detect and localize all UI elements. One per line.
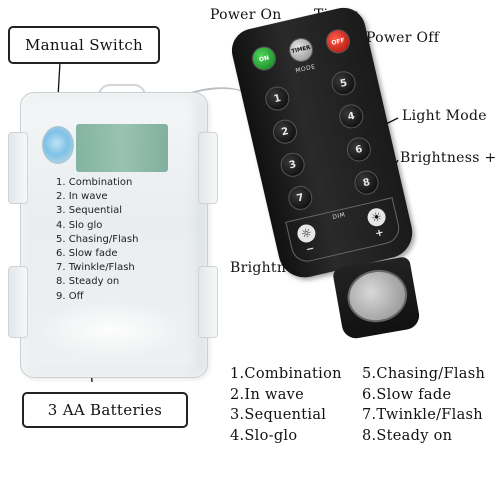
box-mode-item: 6. Slow fade	[56, 248, 118, 260]
legend-item: 8.Steady on	[362, 427, 453, 444]
mode-button-4[interactable]: 4	[336, 101, 366, 131]
legend-item: 2.In wave	[230, 386, 305, 403]
box-mode-item: 2. In wave	[56, 191, 108, 203]
mode-legend-left: 1.Combination 2.In wave 3.Sequential 4.S…	[230, 364, 342, 446]
mode-legend-right: 5.Chasing/Flash 6.Slow fade 7.Twinkle/Fl…	[362, 364, 485, 446]
power-on-button[interactable]: ON	[249, 44, 279, 73]
sun-icon: ☼	[299, 225, 314, 242]
plus-symbol: +	[374, 227, 385, 240]
timer-button[interactable]: TIMER	[286, 35, 316, 65]
brightness-up-button[interactable]: ☀	[365, 206, 388, 229]
box-mode-item: 7. Twinkle/Flash	[56, 262, 135, 274]
mode-button-1[interactable]: 1	[262, 84, 292, 113]
manual-switch-text: Manual Switch	[24, 36, 144, 54]
power-off-label: Power Off	[366, 30, 440, 46]
box-mode-item: 5. Chasing/Flash	[56, 233, 139, 245]
coin-battery-tray	[332, 255, 424, 345]
circuit-board	[76, 124, 168, 172]
legend-item: 5.Chasing/Flash	[362, 366, 486, 382]
mode-button-2[interactable]: 2	[270, 117, 300, 147]
legend-item: 6.Slow fade	[362, 386, 452, 403]
batteries-callout: 3 AA Batteries	[22, 392, 188, 428]
brightness-down-button[interactable]: ☼	[295, 222, 318, 245]
box-mode-item: 1. Combination	[56, 177, 133, 188]
legend-item: 4.Slo-glo	[230, 427, 298, 444]
box-mode-list: 1. Combination 2. In wave 3. Sequential …	[56, 176, 138, 304]
mode-button-6[interactable]: 6	[344, 135, 374, 164]
battery-compartment	[36, 300, 186, 360]
box-mode-item: 3. Sequential	[56, 205, 123, 217]
batteries-text: 3 AA Batteries	[47, 401, 163, 419]
legend-item: 7.Twinkle/Flash	[362, 407, 483, 423]
box-clip-right-bottom	[198, 266, 218, 338]
power-on-label: Power On	[210, 7, 282, 23]
light-mode-label: Light Mode	[402, 108, 487, 124]
box-mode-item: 9. Off	[56, 290, 84, 302]
legend-item: 1.Combination	[230, 366, 342, 382]
power-off-button[interactable]: OFF	[323, 27, 353, 56]
mode-button-3[interactable]: 3	[278, 150, 308, 180]
box-mode-item: 8. Steady on	[56, 276, 120, 288]
box-clip-right-top	[198, 132, 218, 204]
sun-icon: ☀	[369, 209, 384, 226]
manual-switch-button[interactable]	[42, 126, 74, 164]
box-mode-item: 4. Slo glo	[56, 219, 103, 231]
mode-button-7[interactable]: 7	[285, 183, 315, 213]
box-clip-left-top	[8, 132, 28, 204]
minus-symbol: −	[304, 243, 316, 256]
mode-button-8[interactable]: 8	[352, 168, 381, 198]
mode-button-5[interactable]: 5	[329, 68, 358, 98]
box-clip-left-bottom	[8, 266, 28, 338]
brightness-plus-label: Brightness +	[400, 150, 497, 166]
manual-switch-callout: Manual Switch	[8, 26, 160, 64]
mode-label: MODE	[294, 63, 317, 75]
dim-label: DIM	[331, 211, 347, 222]
legend-item: 3.Sequential	[230, 407, 327, 423]
